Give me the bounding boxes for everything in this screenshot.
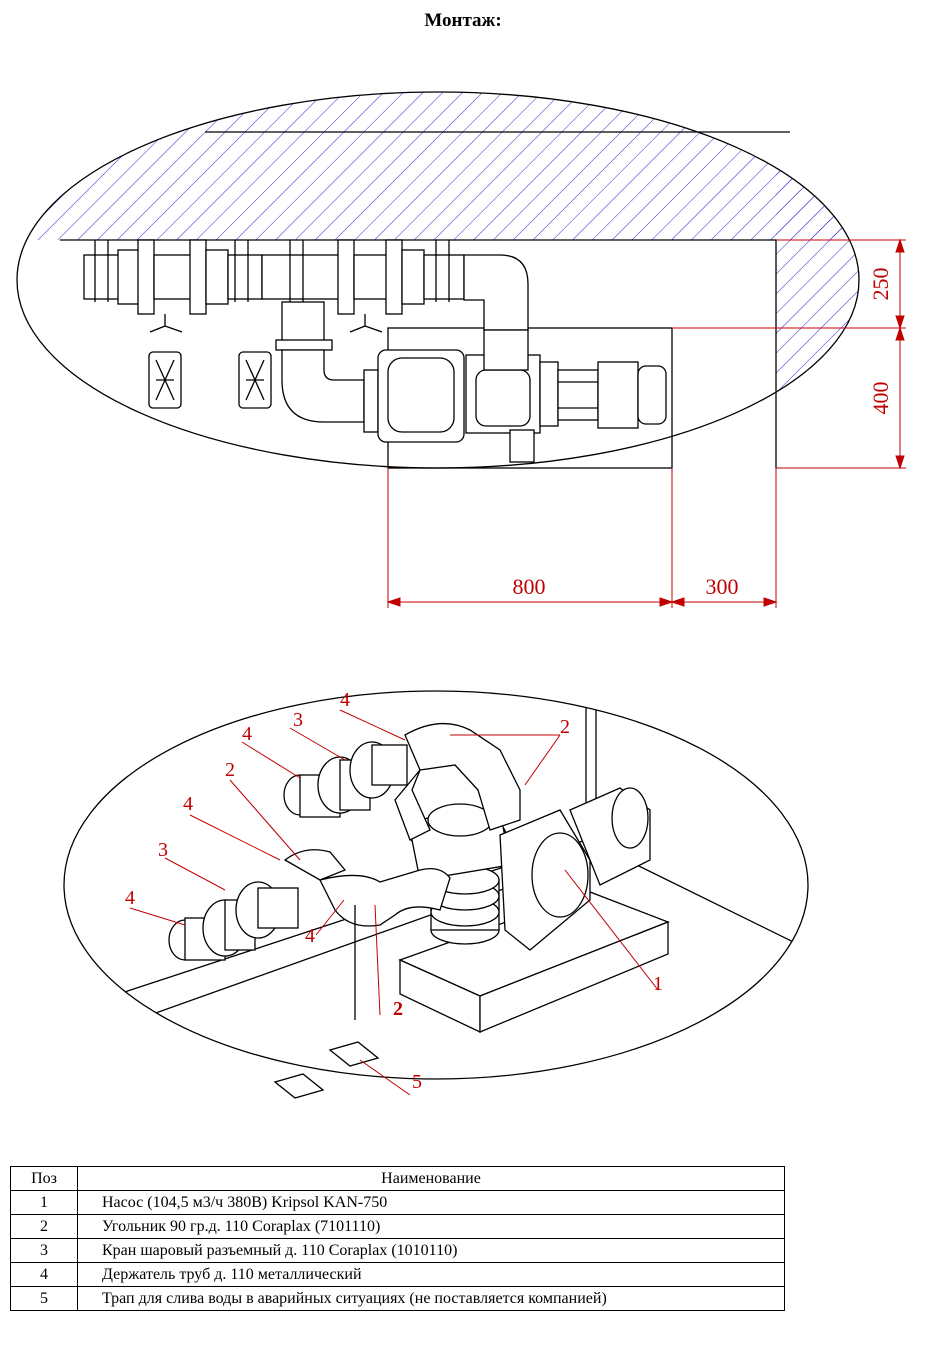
isometric-view-drawing: 4 3 4 2 4 3 4 4 2 2 1 5 bbox=[63, 689, 809, 1099]
table-row: 3 Кран шаровый разъемный д. 110 Coraplax… bbox=[10, 1238, 785, 1263]
page-title: Монтаж: bbox=[424, 10, 502, 31]
pump bbox=[377, 329, 667, 463]
pump-iso bbox=[409, 787, 651, 951]
table-header-row: Поз Наименование bbox=[10, 1166, 785, 1191]
table-row: 5 Трап для слива воды в аварийных ситуац… bbox=[10, 1286, 785, 1311]
dim-300: 300 bbox=[706, 574, 739, 599]
header-pos: Поз bbox=[10, 1166, 78, 1191]
dimension-lines bbox=[386, 238, 906, 608]
parts-table: Поз Наименование 1 Насос (104,5 м3/ч 380… bbox=[10, 1166, 785, 1311]
row-pos: 1 bbox=[10, 1190, 78, 1215]
row-name: Кран шаровый разъемный д. 110 Coraplax (… bbox=[77, 1238, 785, 1263]
table-row: 4 Держатель труб д. 110 металлический bbox=[10, 1262, 785, 1287]
dim-250: 250 bbox=[868, 268, 893, 301]
iso-ellipse bbox=[63, 690, 809, 1080]
row-pos: 4 bbox=[10, 1262, 78, 1287]
callout-3-left: 3 bbox=[158, 839, 168, 861]
pipe-valve-assembly-right bbox=[261, 239, 529, 433]
drains-iso bbox=[273, 1041, 380, 1099]
callout-4-upper-left: 4 bbox=[242, 723, 252, 745]
table-row: 1 Насос (104,5 м3/ч 380В) Kripsol KAN-75… bbox=[10, 1190, 785, 1215]
pipes-iso bbox=[168, 722, 521, 1020]
callout-2-right: 2 bbox=[560, 716, 570, 738]
callout-4-mid-left: 4 bbox=[183, 793, 193, 815]
drain-grate-right bbox=[238, 351, 272, 409]
callout-4-top: 4 bbox=[340, 689, 350, 711]
callout-1-pump: 1 bbox=[653, 973, 663, 995]
callout-3-top: 3 bbox=[293, 709, 303, 731]
callout-4-center: 4 bbox=[305, 925, 315, 947]
callout-2-left: 2 bbox=[225, 759, 235, 781]
row-name: Держатель труб д. 110 металлический bbox=[77, 1262, 785, 1287]
callout-4-bottom-left: 4 bbox=[125, 887, 135, 909]
row-name: Трап для слива воды в аварийных ситуация… bbox=[77, 1286, 785, 1311]
drain-grate-left bbox=[148, 351, 182, 409]
callout-2-center: 2 bbox=[393, 998, 403, 1020]
table-row: 2 Угольник 90 гр.д. 110 Coraplax (710111… bbox=[10, 1214, 785, 1239]
row-name: Насос (104,5 м3/ч 380В) Kripsol KAN-750 bbox=[77, 1190, 785, 1215]
callout-leaders bbox=[129, 709, 659, 1096]
row-pos: 3 bbox=[10, 1238, 78, 1263]
row-name: Угольник 90 гр.д. 110 Coraplax (7101110) bbox=[77, 1214, 785, 1239]
callout-5-drain: 5 bbox=[412, 1071, 422, 1093]
header-name: Наименование bbox=[77, 1166, 785, 1191]
dim-400: 400 bbox=[868, 382, 893, 415]
dim-800: 800 bbox=[513, 574, 546, 599]
plan-view-drawing: 250 400 800 300 bbox=[16, 91, 906, 608]
row-pos: 2 bbox=[10, 1214, 78, 1239]
row-pos: 5 bbox=[10, 1286, 78, 1311]
